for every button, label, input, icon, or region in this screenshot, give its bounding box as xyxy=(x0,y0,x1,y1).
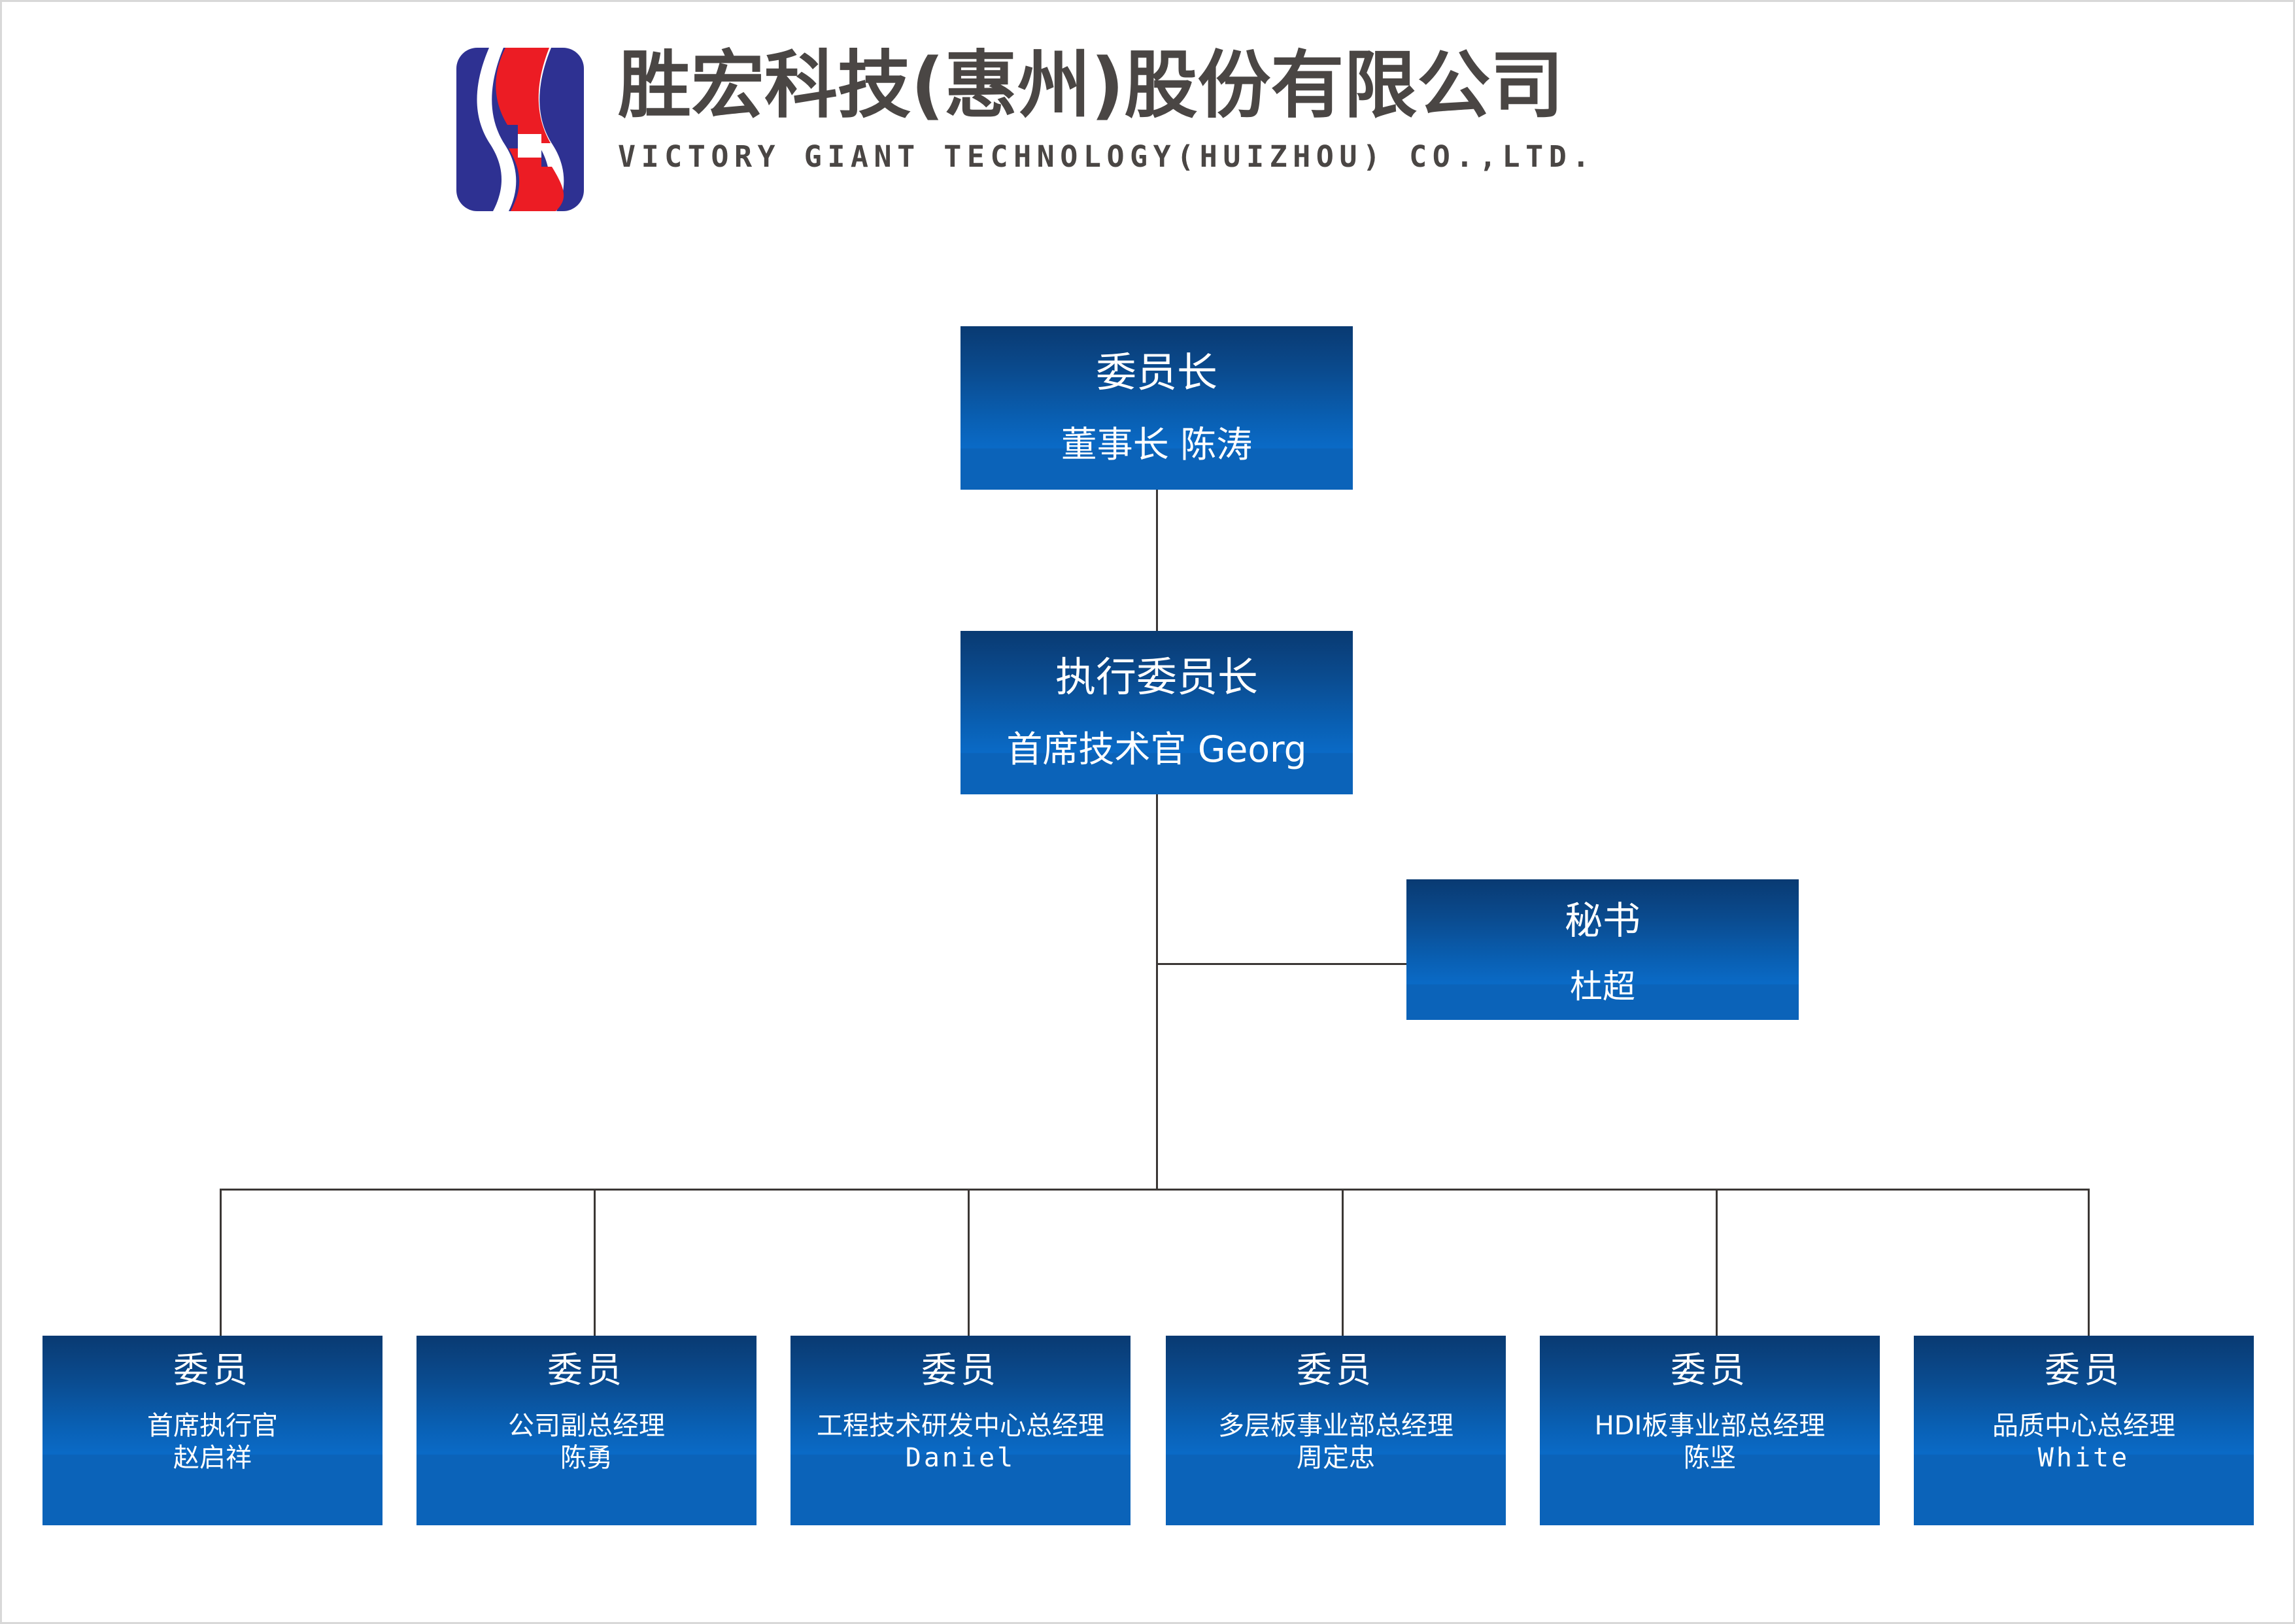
org-node-member-3-title: 委员 xyxy=(921,1349,1000,1391)
connector-drop-member-3 xyxy=(968,1189,970,1337)
org-node-member-4[interactable]: 委员 多层板事业部总经理 周定忠 xyxy=(1166,1336,1506,1525)
org-node-member-6-person: White xyxy=(2037,1442,2130,1473)
org-node-member-6-detail: 品质中心总经理 White xyxy=(1914,1410,2254,1474)
org-node-member-6-role: 品质中心总经理 xyxy=(1992,1411,2175,1441)
connector-executive-trunk xyxy=(1156,794,1158,1190)
org-node-member-5-detail: HDI板事业部总经理 陈坚 xyxy=(1540,1410,1880,1474)
connector-drop-member-4 xyxy=(1342,1189,1344,1337)
org-node-member-3-detail: 工程技术研发中心总经理 Daniel xyxy=(790,1410,1130,1474)
org-node-member-4-title: 委员 xyxy=(1297,1349,1375,1391)
org-node-member-1-person: 赵启祥 xyxy=(173,1442,252,1473)
org-node-member-3[interactable]: 委员 工程技术研发中心总经理 Daniel xyxy=(790,1336,1130,1525)
connector-chairman-to-executive xyxy=(1156,490,1158,631)
org-node-member-5-person: 陈坚 xyxy=(1684,1442,1736,1473)
org-node-member-4-detail: 多层板事业部总经理 周定忠 xyxy=(1166,1410,1506,1474)
connector-drop-member-1 xyxy=(220,1189,222,1337)
org-node-member-6[interactable]: 委员 品质中心总经理 White xyxy=(1914,1336,2254,1525)
org-node-chairman-subtitle: 董事长 陈涛 xyxy=(1061,424,1253,465)
connector-drop-member-6 xyxy=(2088,1189,2090,1337)
connector-executive-to-secretary xyxy=(1156,963,1408,965)
company-name-block: 胜宏科技(惠州)股份有限公司 VICTORY GIANT TECHNOLOGY(… xyxy=(618,42,1595,174)
org-node-member-1-role: 首席执行官 xyxy=(147,1411,278,1441)
org-node-member-5[interactable]: 委员 HDI板事业部总经理 陈坚 xyxy=(1540,1336,1880,1525)
connector-member-distribution-bar xyxy=(220,1189,2088,1191)
company-name-chinese: 胜宏科技(惠州)股份有限公司 xyxy=(618,43,1564,128)
org-node-secretary[interactable]: 秘书 杜超 xyxy=(1406,879,1799,1020)
org-node-member-1[interactable]: 委员 首席执行官 赵启祥 xyxy=(42,1336,382,1525)
company-header: 胜宏科技(惠州)股份有限公司 VICTORY GIANT TECHNOLOGY(… xyxy=(456,42,1595,211)
org-node-secretary-subtitle: 杜超 xyxy=(1570,968,1635,1006)
connector-drop-member-2 xyxy=(594,1189,596,1337)
org-node-member-2[interactable]: 委员 公司副总经理 陈勇 xyxy=(416,1336,756,1525)
org-node-member-6-title: 委员 xyxy=(2045,1349,2123,1391)
org-node-member-2-person: 陈勇 xyxy=(560,1442,613,1473)
org-node-member-5-role: HDI板事业部总经理 xyxy=(1594,1411,1826,1441)
org-node-member-1-detail: 首席执行官 赵启祥 xyxy=(42,1410,382,1474)
org-node-member-2-role: 公司副总经理 xyxy=(508,1411,665,1441)
org-node-executive-title: 执行委员长 xyxy=(1055,653,1258,701)
org-node-member-4-person: 周定忠 xyxy=(1297,1442,1375,1473)
connector-drop-member-5 xyxy=(1716,1189,1718,1337)
org-node-member-4-role: 多层板事业部总经理 xyxy=(1218,1411,1454,1441)
org-node-executive-subtitle: 首席技术官 Georg xyxy=(1006,728,1307,770)
org-node-chairman[interactable]: 委员长 董事长 陈涛 xyxy=(960,326,1353,490)
org-node-member-2-title: 委员 xyxy=(547,1349,626,1391)
org-node-member-2-detail: 公司副总经理 陈勇 xyxy=(416,1410,756,1474)
org-node-member-3-person: Daniel xyxy=(905,1442,1016,1473)
victory-giant-s-logo-icon xyxy=(456,48,584,211)
org-node-executive[interactable]: 执行委员长 首席技术官 Georg xyxy=(960,631,1353,794)
org-node-chairman-title: 委员长 xyxy=(1095,348,1217,396)
org-node-member-3-role: 工程技术研发中心总经理 xyxy=(817,1411,1104,1441)
company-name-english: VICTORY GIANT TECHNOLOGY(HUIZHOU) CO.,LT… xyxy=(618,139,1595,175)
org-node-secretary-title: 秘书 xyxy=(1564,898,1640,943)
org-node-member-5-title: 委员 xyxy=(1671,1349,1749,1391)
org-node-member-1-title: 委员 xyxy=(173,1349,252,1391)
